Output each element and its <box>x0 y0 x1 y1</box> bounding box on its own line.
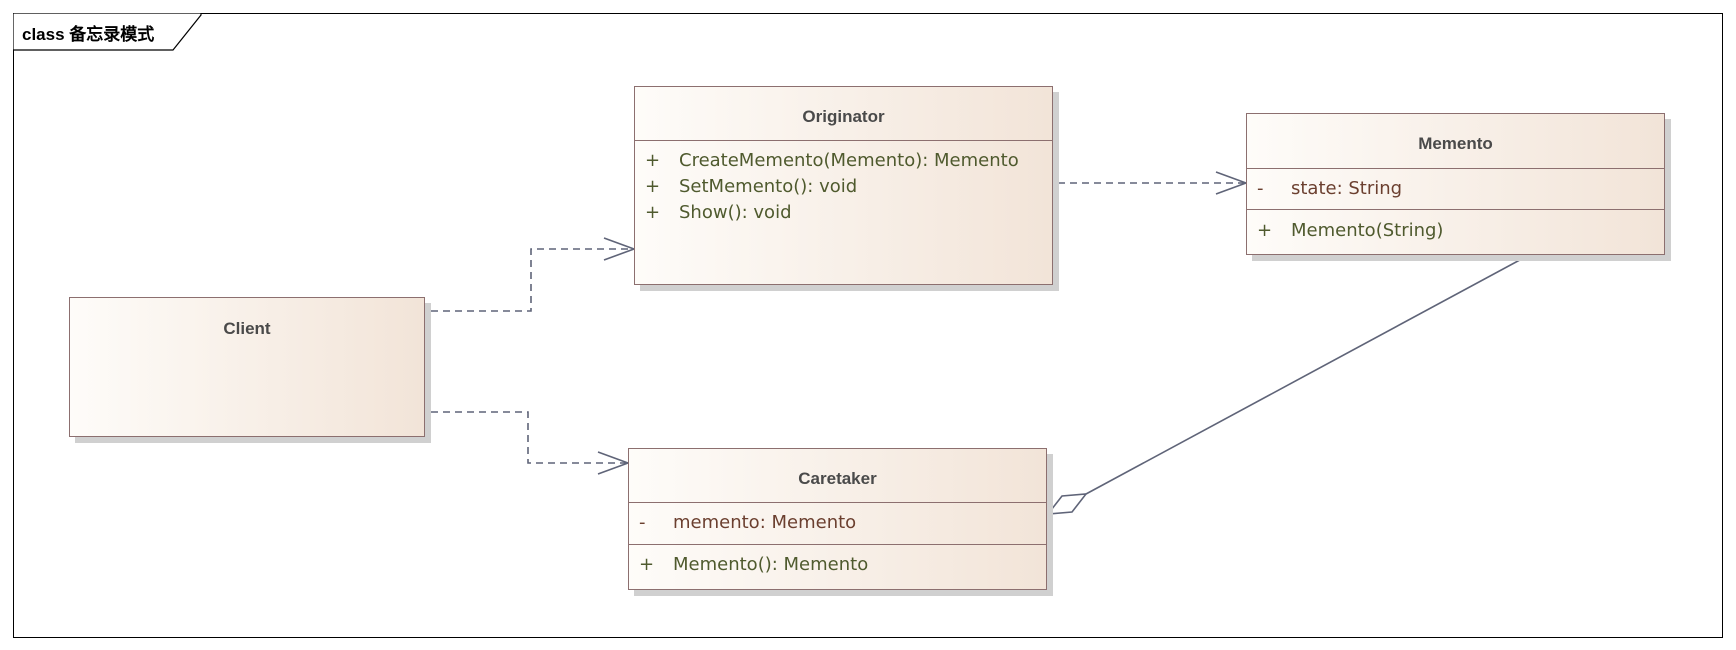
operation-text: Memento(String) <box>1291 220 1444 241</box>
operation-text: Memento(): Memento <box>673 554 869 575</box>
diagram-frame <box>13 13 1723 638</box>
attribute-row: - memento: Memento <box>639 512 856 533</box>
dependency-client-originator <box>431 248 634 312</box>
visibility-marker: + <box>645 202 661 223</box>
class-originator[interactable]: Originator + CreateMemento(Memento): Meme… <box>634 86 1053 285</box>
operation-text: Show(): void <box>679 202 792 223</box>
class-memento[interactable]: Memento - state: String + Memento(String) <box>1246 113 1665 255</box>
aggregation-line <box>1085 254 1530 495</box>
visibility-marker: + <box>1257 220 1273 241</box>
class-name: Memento <box>1418 134 1493 153</box>
visibility-marker: + <box>639 554 655 575</box>
frame-tab <box>13 13 202 51</box>
operation-text: SetMemento(): void <box>679 176 858 197</box>
operation-row: + SetMemento(): void <box>645 176 857 197</box>
visibility-marker: - <box>639 512 646 533</box>
compartment-divider <box>1247 209 1664 210</box>
class-caretaker[interactable]: Caretaker - memento: Memento + Memento(): … <box>628 448 1047 590</box>
class-name: Client <box>223 319 271 338</box>
arrowhead-originator <box>603 237 637 261</box>
compartment-divider <box>635 140 1052 141</box>
dependency-client-caretaker <box>431 411 628 464</box>
operation-row: + CreateMemento(Memento): Memento <box>645 150 1019 171</box>
operation-row: + Show(): void <box>645 202 792 223</box>
visibility-marker: + <box>645 176 661 197</box>
attribute-text: memento: Memento <box>673 512 857 533</box>
attribute-row: - state: String <box>1257 178 1402 199</box>
operation-text: CreateMemento(Memento): Memento <box>679 150 1019 171</box>
visibility-marker: + <box>645 150 661 171</box>
frame-title: class 备忘录模式 <box>22 25 155 44</box>
operation-row: + Memento(String) <box>1257 220 1443 241</box>
operation-row: + Memento(): Memento <box>639 554 868 575</box>
compartment-divider <box>629 502 1046 503</box>
class-client[interactable]: Client <box>69 297 425 437</box>
compartment-divider <box>1247 168 1664 169</box>
class-name: Caretaker <box>798 469 877 488</box>
compartment-divider <box>629 544 1046 545</box>
attribute-text: state: String <box>1291 178 1403 199</box>
visibility-marker: - <box>1257 178 1264 199</box>
aggregation-diamond <box>1046 493 1088 515</box>
class-name: Originator <box>802 107 885 126</box>
